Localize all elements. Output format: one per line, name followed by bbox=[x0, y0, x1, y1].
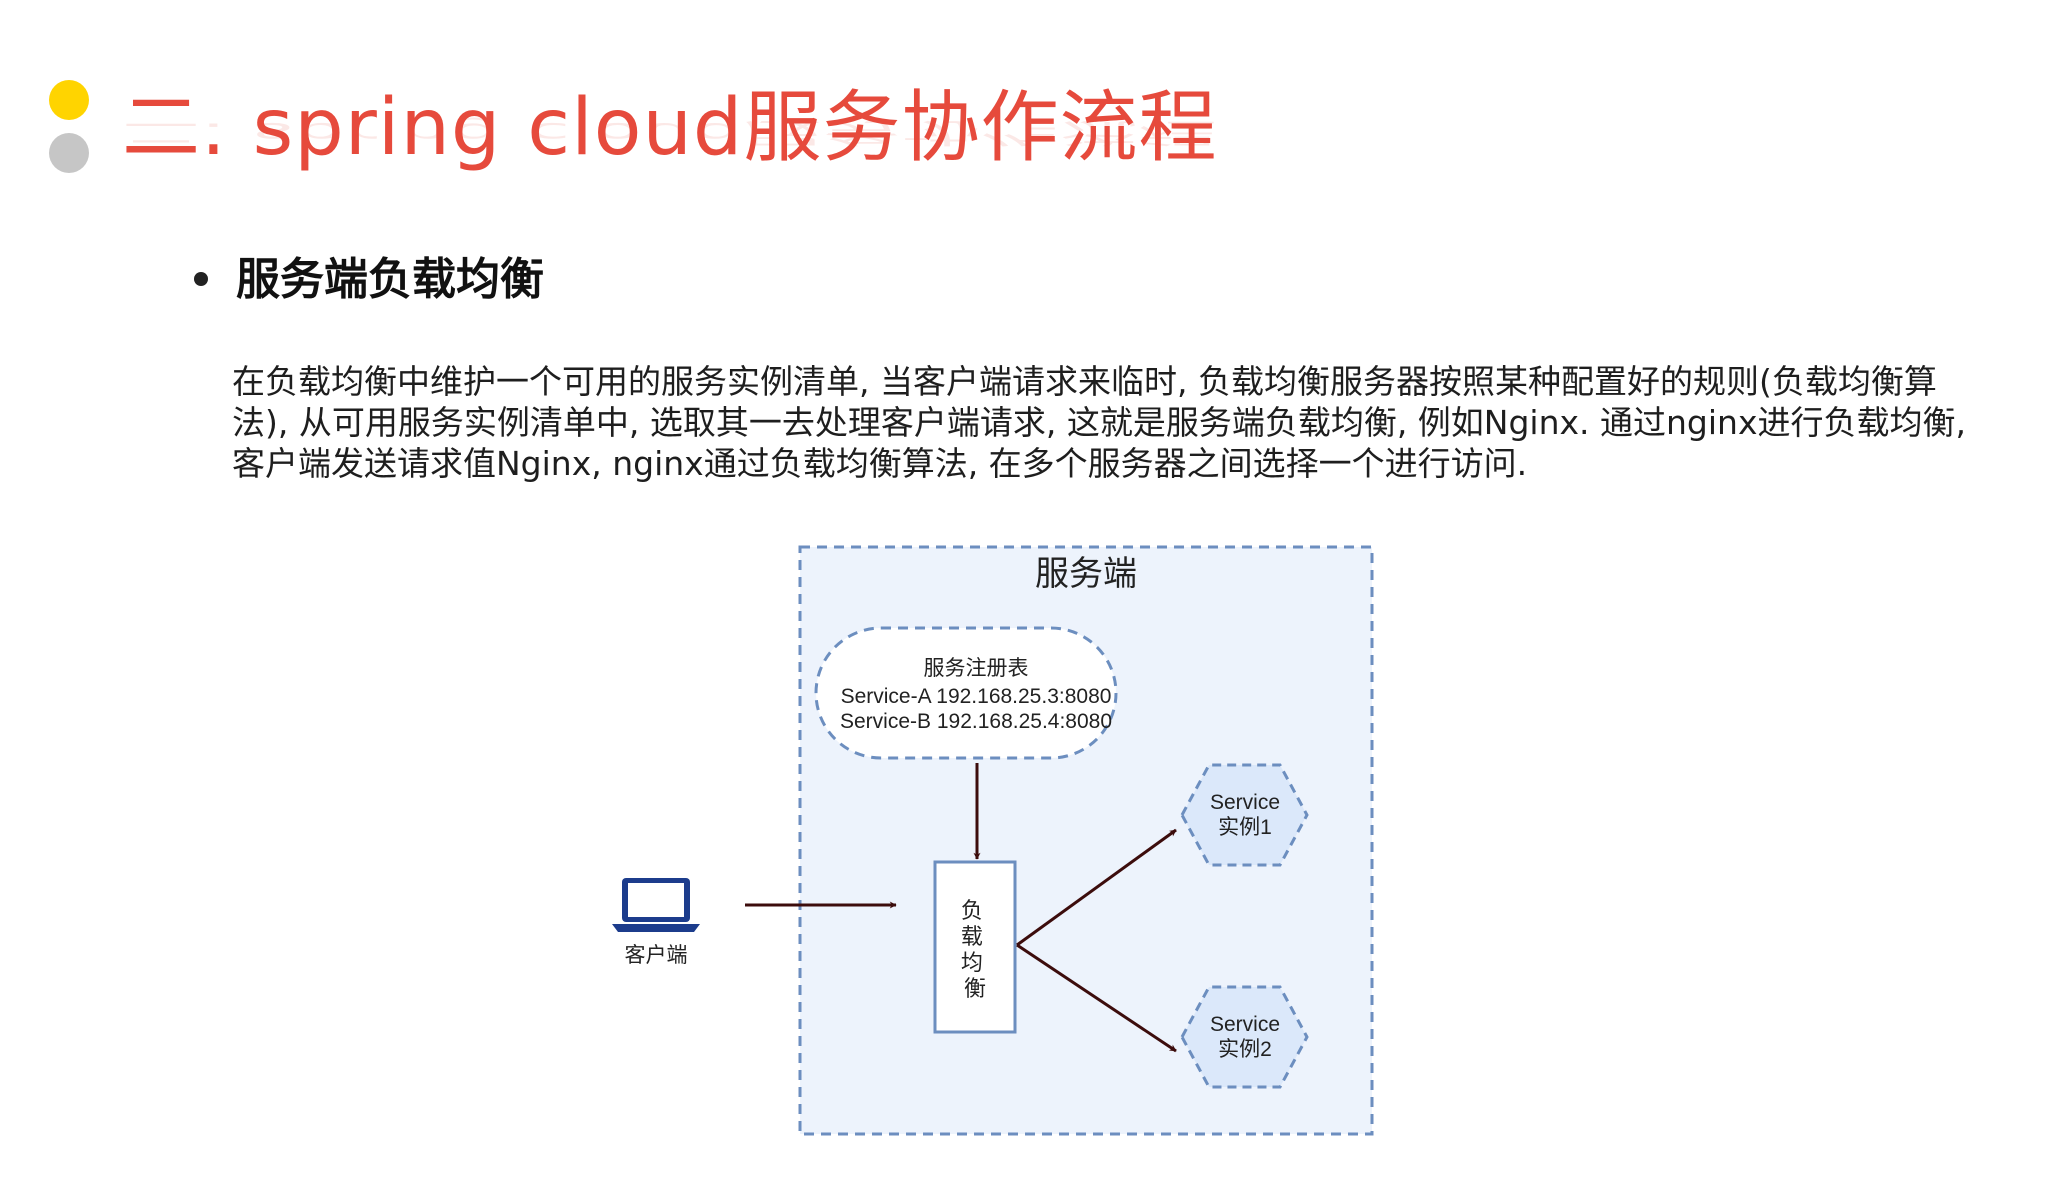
service-instance-1 bbox=[1180, 763, 1309, 867]
section-paragraph: 在负载均衡中维护一个可用的服务实例清单, 当客户端请求来临时, 负载均衡服务器按… bbox=[232, 362, 1966, 483]
instance2-name: Service bbox=[1210, 1013, 1280, 1036]
arrow-balancer-to-instance2 bbox=[1016, 943, 1177, 1053]
registry-entry-b: Service-B 192.168.25.4:8080 bbox=[840, 710, 1112, 733]
bullet-dot bbox=[194, 272, 208, 286]
client-label: 客户端 bbox=[625, 944, 688, 967]
service-registry bbox=[814, 626, 1118, 760]
title-accent-dot-gray bbox=[49, 133, 89, 173]
service-instance-2 bbox=[1180, 985, 1309, 1089]
title-accent-dot-yellow bbox=[49, 80, 89, 120]
laptop-icon bbox=[612, 878, 700, 932]
instance1-name: Service bbox=[1210, 791, 1280, 814]
registry-entry-a: Service-A 192.168.25.3:8080 bbox=[841, 685, 1112, 708]
load-balancer-box bbox=[933, 860, 1017, 1034]
load-balancing-diagram: 服务端 服务注册表 Service-A 192.168.25.3:8080 Se… bbox=[612, 545, 1374, 1136]
server-title: 服务端 bbox=[1035, 555, 1137, 593]
instance1-label: 实例1 bbox=[1218, 816, 1272, 839]
arrow-balancer-to-instance1 bbox=[1016, 828, 1177, 947]
load-balancer-label: 负 载 均 衡 bbox=[961, 898, 989, 1001]
instance2-label: 实例2 bbox=[1218, 1038, 1272, 1061]
page-title: 二. spring cloud服务协作流程 bbox=[122, 83, 1218, 173]
registry-title: 服务注册表 bbox=[924, 657, 1029, 680]
section-heading: 服务端负载均衡 bbox=[236, 254, 544, 305]
